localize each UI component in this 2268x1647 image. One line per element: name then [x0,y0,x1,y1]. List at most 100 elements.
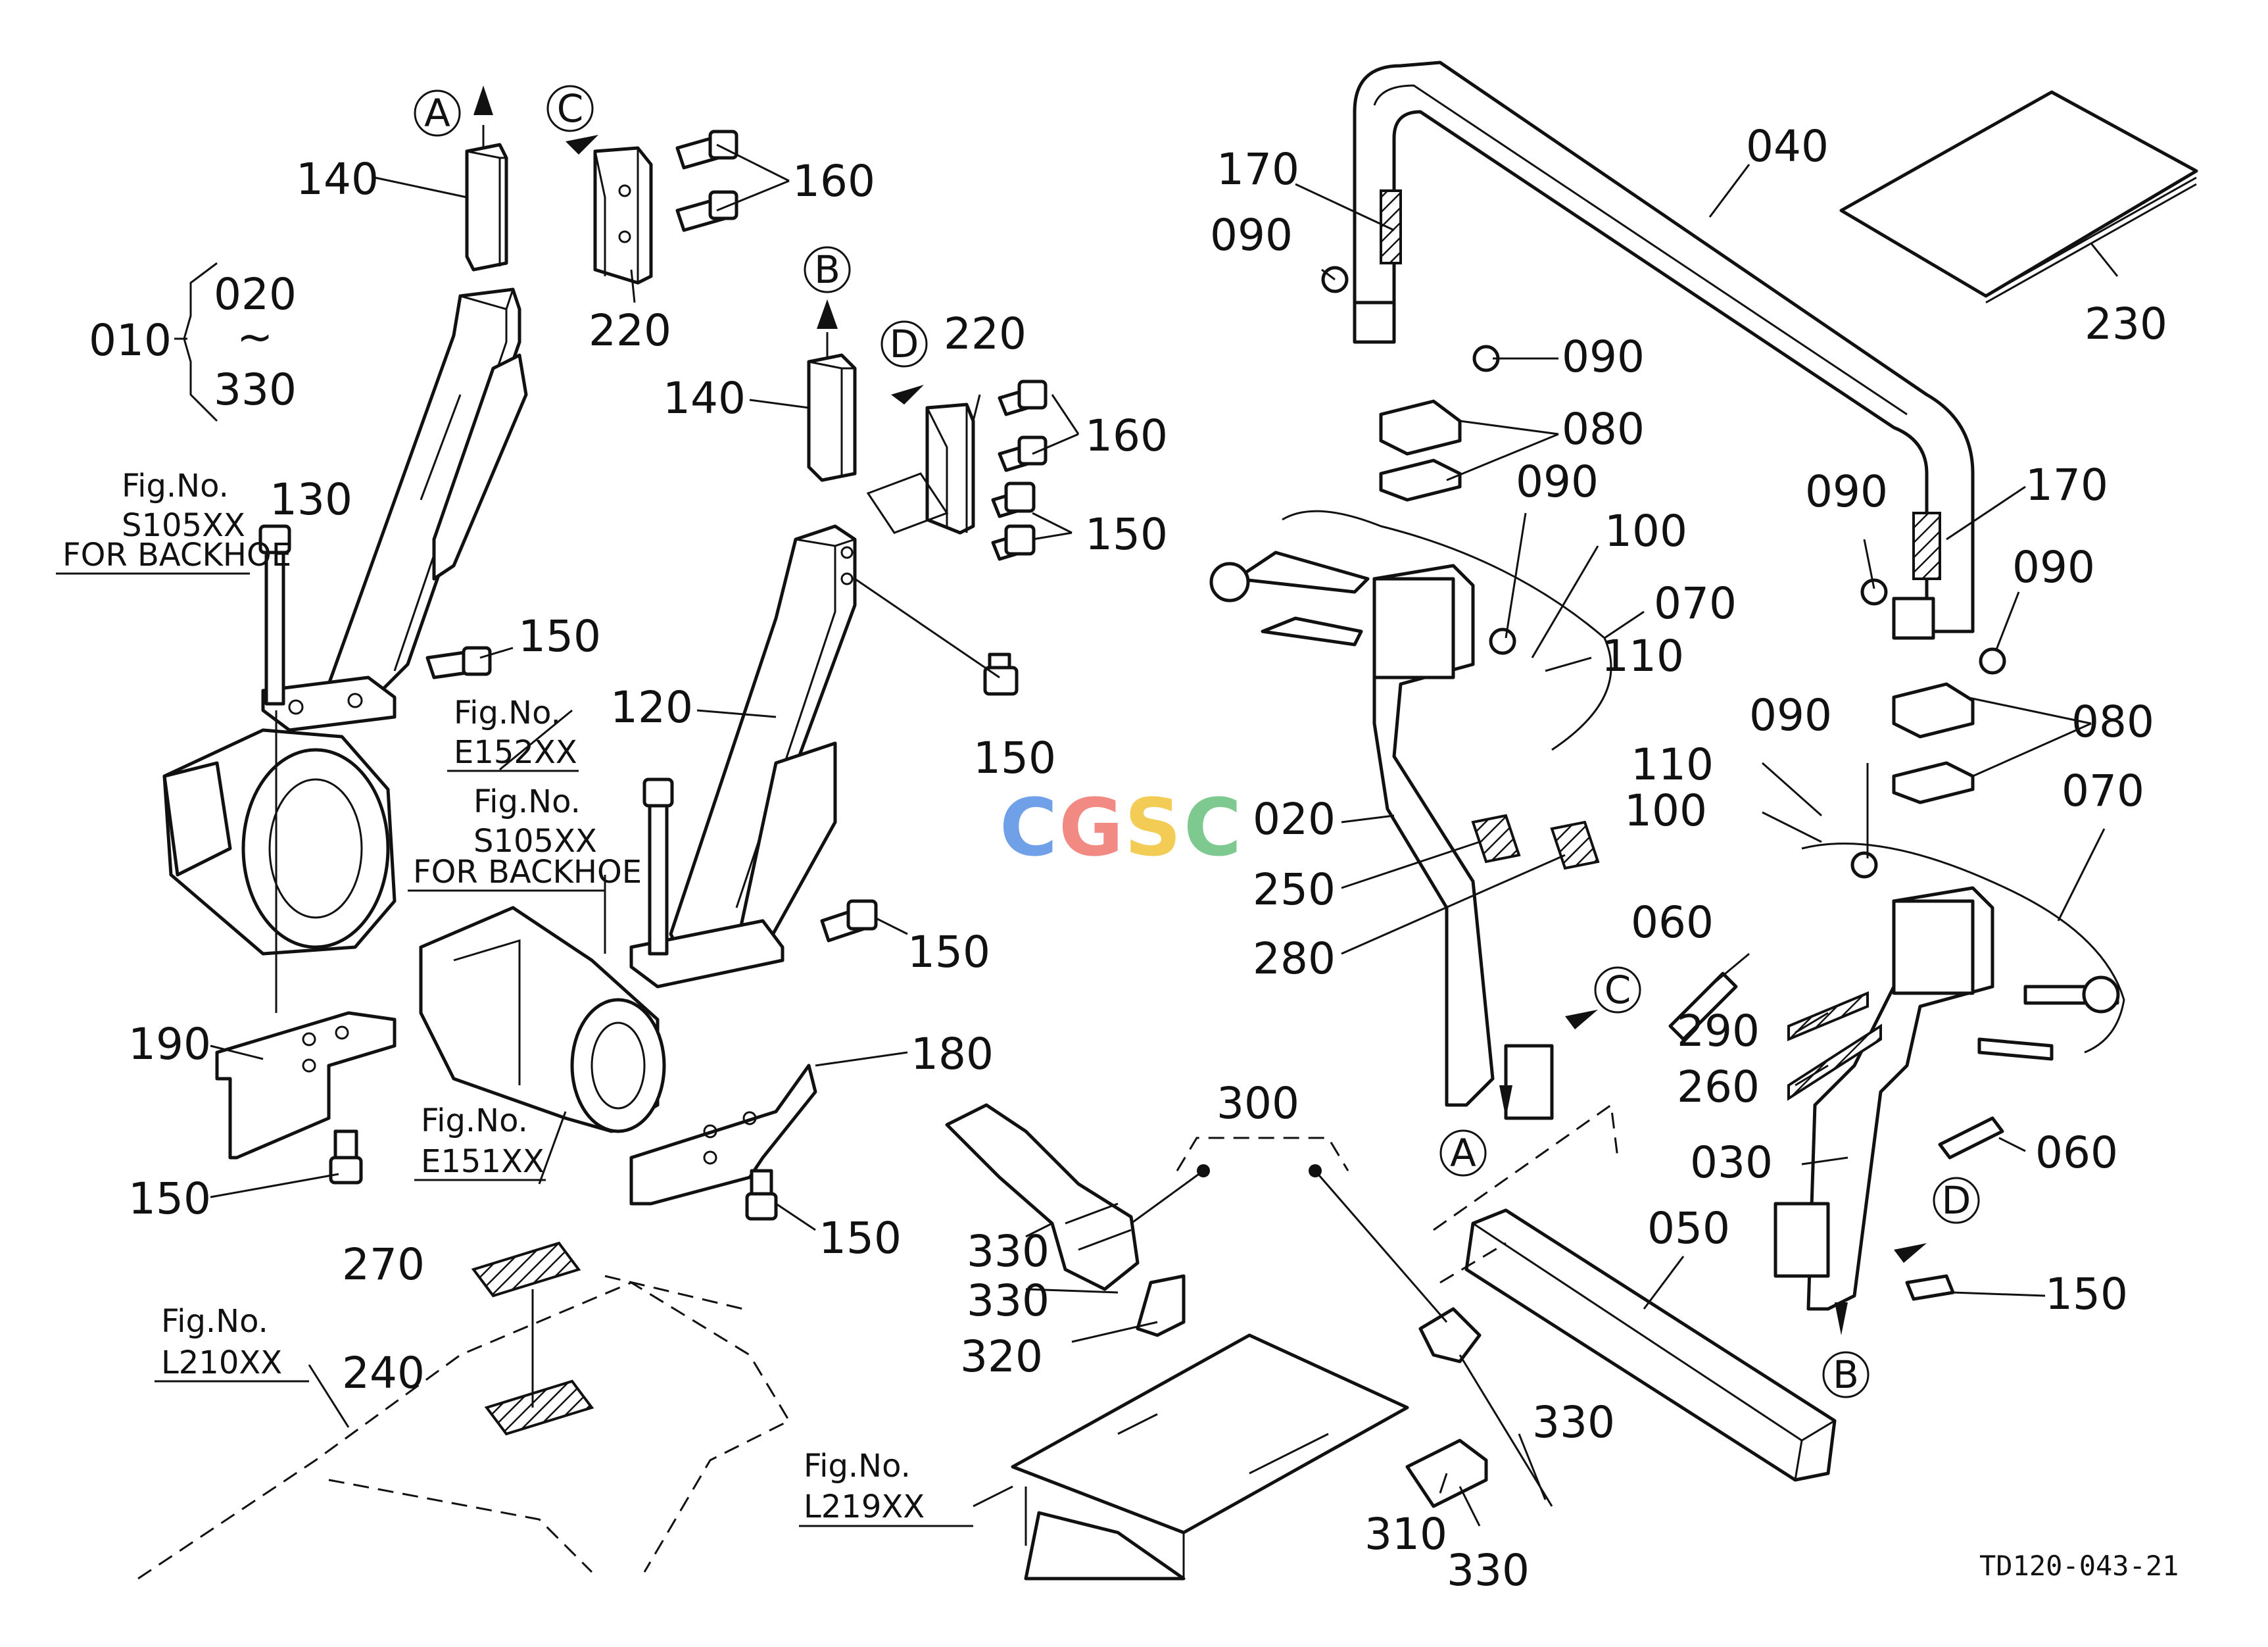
part-label-020: 020 [1253,794,1336,845]
manual-230 [1839,90,2198,298]
svg-text:C: C [557,86,584,131]
frame-decals [137,1241,791,1580]
svg-text:Fig.No.: Fig.No. [473,783,581,820]
svg-text:Fig.No.: Fig.No. [804,1448,911,1485]
svg-text:D: D [1942,1178,1971,1223]
decal-240 [484,1379,594,1436]
part-label-090: 090 [1749,690,1832,741]
caps-080 [1379,399,1975,804]
view-marker-a-top: A [414,89,461,137]
svg-text:Fig.No.: Fig.No. [454,695,561,731]
bracket-190 [215,1011,397,1160]
arrow-up-icon [1499,1085,1512,1118]
part-label-330: 330 [1447,1545,1530,1596]
part-label-090: 090 [1516,456,1599,507]
range-bracket [174,262,218,422]
watermark-letter-g: G [1059,783,1124,874]
part-label-190: 190 [128,1019,211,1069]
part-label-330: 330 [967,1275,1050,1326]
part-label-180: 180 [911,1029,994,1079]
part-label-070: 070 [1654,578,1737,629]
part-label-330: 330 [967,1226,1050,1277]
seat-belt-retractor [945,1103,1140,1291]
figref-e151: Fig.No. E151XX [414,1102,546,1181]
rops-frame-040 [1209,61,2198,1482]
part-label-070: 070 [2062,766,2144,816]
arrow-left-icon [566,135,598,155]
part-label-320: 320 [960,1331,1043,1382]
decal-290 [1787,991,1869,1041]
bracket-220-left [593,146,653,285]
figref-s105-top: Fig.No. S105XX FOR BACKHOE [56,468,291,575]
base-plate-130 [261,676,397,732]
view-marker-a-right: A [1439,1129,1487,1177]
part-label-140: 140 [296,154,379,205]
assembly-range-sep: ~ [237,312,273,362]
leader-lines [210,143,2119,1527]
crossbar-050 [1464,1208,1837,1482]
decal-280 [1550,820,1600,870]
part-label-110: 110 [1601,631,1684,681]
svg-text:B: B [814,247,840,292]
drawing-code: TD120-043-21 [1979,1550,2179,1582]
part-label-080: 080 [2071,697,2154,747]
view-marker-d-mid: D [881,320,928,368]
part-label-060: 060 [2035,1127,2118,1178]
svg-text:FOR BACKHOE: FOR BACKHOE [413,854,642,891]
watermark-letter-c1: C [1000,783,1057,874]
part-label-250: 250 [1253,864,1336,915]
part-label-230: 230 [2085,299,2167,349]
sleeve-140-mid [807,353,857,482]
part-label-150: 150 [518,611,601,662]
seat-rail-plate-l219 [1011,1333,1409,1535]
svg-text:E152XX: E152XX [454,734,577,771]
part-label-150: 150 [973,733,1056,783]
group-300 [1176,1137,1349,1171]
view-marker-b-mid: B [804,246,851,293]
part-label-270: 270 [342,1239,425,1290]
part-label-260: 260 [1677,1062,1760,1112]
bolt-150-g [1905,1274,1955,1301]
rops-mount-left-assembly [162,86,738,1185]
buckle-assembly [1418,1307,1482,1364]
part-label-170: 170 [1217,144,1299,195]
part-label-150: 150 [1085,509,1168,560]
part-label-150: 150 [2045,1269,2128,1319]
svg-text:D: D [890,322,919,366]
arrow-left-icon [1565,1010,1598,1029]
long-bolt-backhoe-mid [648,794,669,956]
part-label-150: 150 [907,927,990,977]
lock-pins [1209,510,2125,1061]
part-label-090: 090 [2012,542,2095,593]
part-number-labels: 140 160 220 130 150 140 220 160 150 150 … [128,121,2167,1596]
svg-text:S105XX: S105XX [473,823,597,860]
figref-e152: Fig.No. E152XX [447,695,579,772]
long-bolt-backhoe-left [264,537,285,706]
view-marker-d-right: D [1933,1177,1980,1224]
bolt-060-b [1938,1116,2004,1160]
part-label-170: 170 [2025,460,2108,510]
part-label-290: 290 [1677,1006,1760,1056]
svg-text:B: B [1833,1352,1859,1397]
part-label-050: 050 [1647,1203,1730,1254]
bracket-180 [629,1064,817,1206]
part-label-330: 330 [1532,1397,1615,1448]
svg-text:L219XX: L219XX [804,1488,925,1525]
arrow-up-icon [817,299,838,329]
part-label-150: 150 [128,1173,211,1224]
part-label-160: 160 [792,156,875,207]
part-label-100: 100 [1604,506,1687,556]
watermark-letter-c2: C [1184,783,1242,874]
part-label-120: 120 [610,682,693,733]
arrow-up-icon [1835,1302,1848,1335]
part-label-090: 090 [1562,332,1645,382]
part-label-140: 140 [663,373,746,424]
part-label-110: 110 [1631,739,1714,790]
svg-text:A: A [424,91,450,135]
sleeve-140-left [465,143,508,272]
part-label-130: 130 [270,474,352,525]
decal-270 [471,1241,581,1298]
axle-housing-e151 [419,906,666,1133]
